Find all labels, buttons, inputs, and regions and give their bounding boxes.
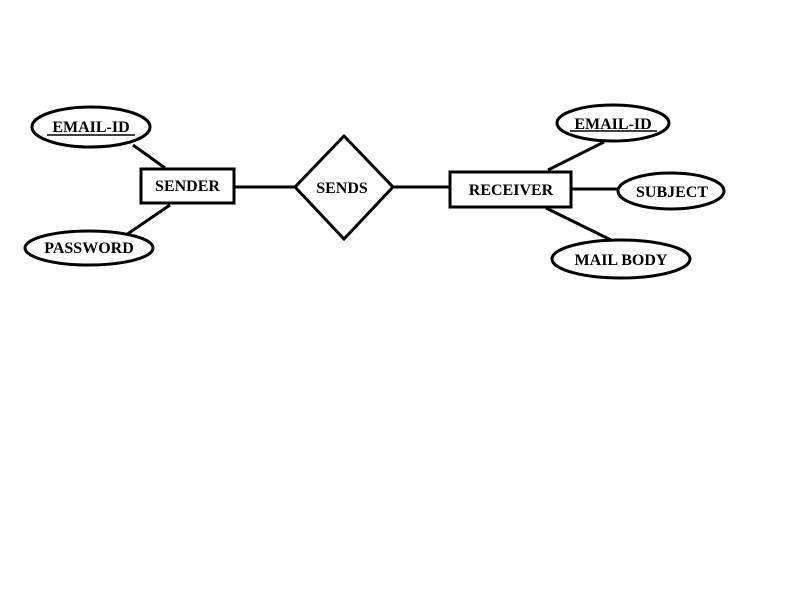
connector-receiver-mailbody [545,206,612,242]
attribute-receiver-mail-body-ellipse [550,238,692,280]
entity-receiver: RECEIVER [448,170,573,209]
connector-sender-password [125,203,171,237]
entity-receiver-label: RECEIVER [469,182,554,199]
attribute-receiver-mail-body: MAIL BODY [550,238,692,280]
attribute-sender-password-ellipse [23,229,155,267]
attribute-sender-email-id-label: EMAIL-ID [52,119,129,136]
attribute-receiver-subject-ellipse [616,171,726,211]
attribute-sender-password-label: PASSWORD [44,240,134,257]
connector-sender-email [132,143,166,170]
attribute-receiver-subject: SUBJECT [616,171,726,211]
entity-sender-label: SENDER [155,178,220,195]
attribute-receiver-mail-body-label: MAIL BODY [575,252,668,269]
attribute-receiver-subject-label: SUBJECT [636,184,708,201]
attribute-receiver-email-id: EMAIL-ID [555,103,671,143]
entity-sender-box [139,167,236,205]
attribute-sender-email-id-ellipse [30,105,152,149]
connector-receiver-email [547,140,605,172]
relationship-sends-diamond [292,133,396,242]
relationship-sends-label: SENDS [316,180,368,197]
entity-sender: SENDER [139,167,236,205]
relationship-sends: SENDS [292,133,396,242]
attribute-receiver-email-id-label: EMAIL-ID [574,116,651,133]
attribute-sender-password: PASSWORD [23,229,155,267]
attribute-sender-email-id: EMAIL-ID [30,105,152,149]
attribute-receiver-email-id-ellipse [555,103,671,143]
connectors [125,140,621,242]
entity-receiver-box [448,170,573,209]
